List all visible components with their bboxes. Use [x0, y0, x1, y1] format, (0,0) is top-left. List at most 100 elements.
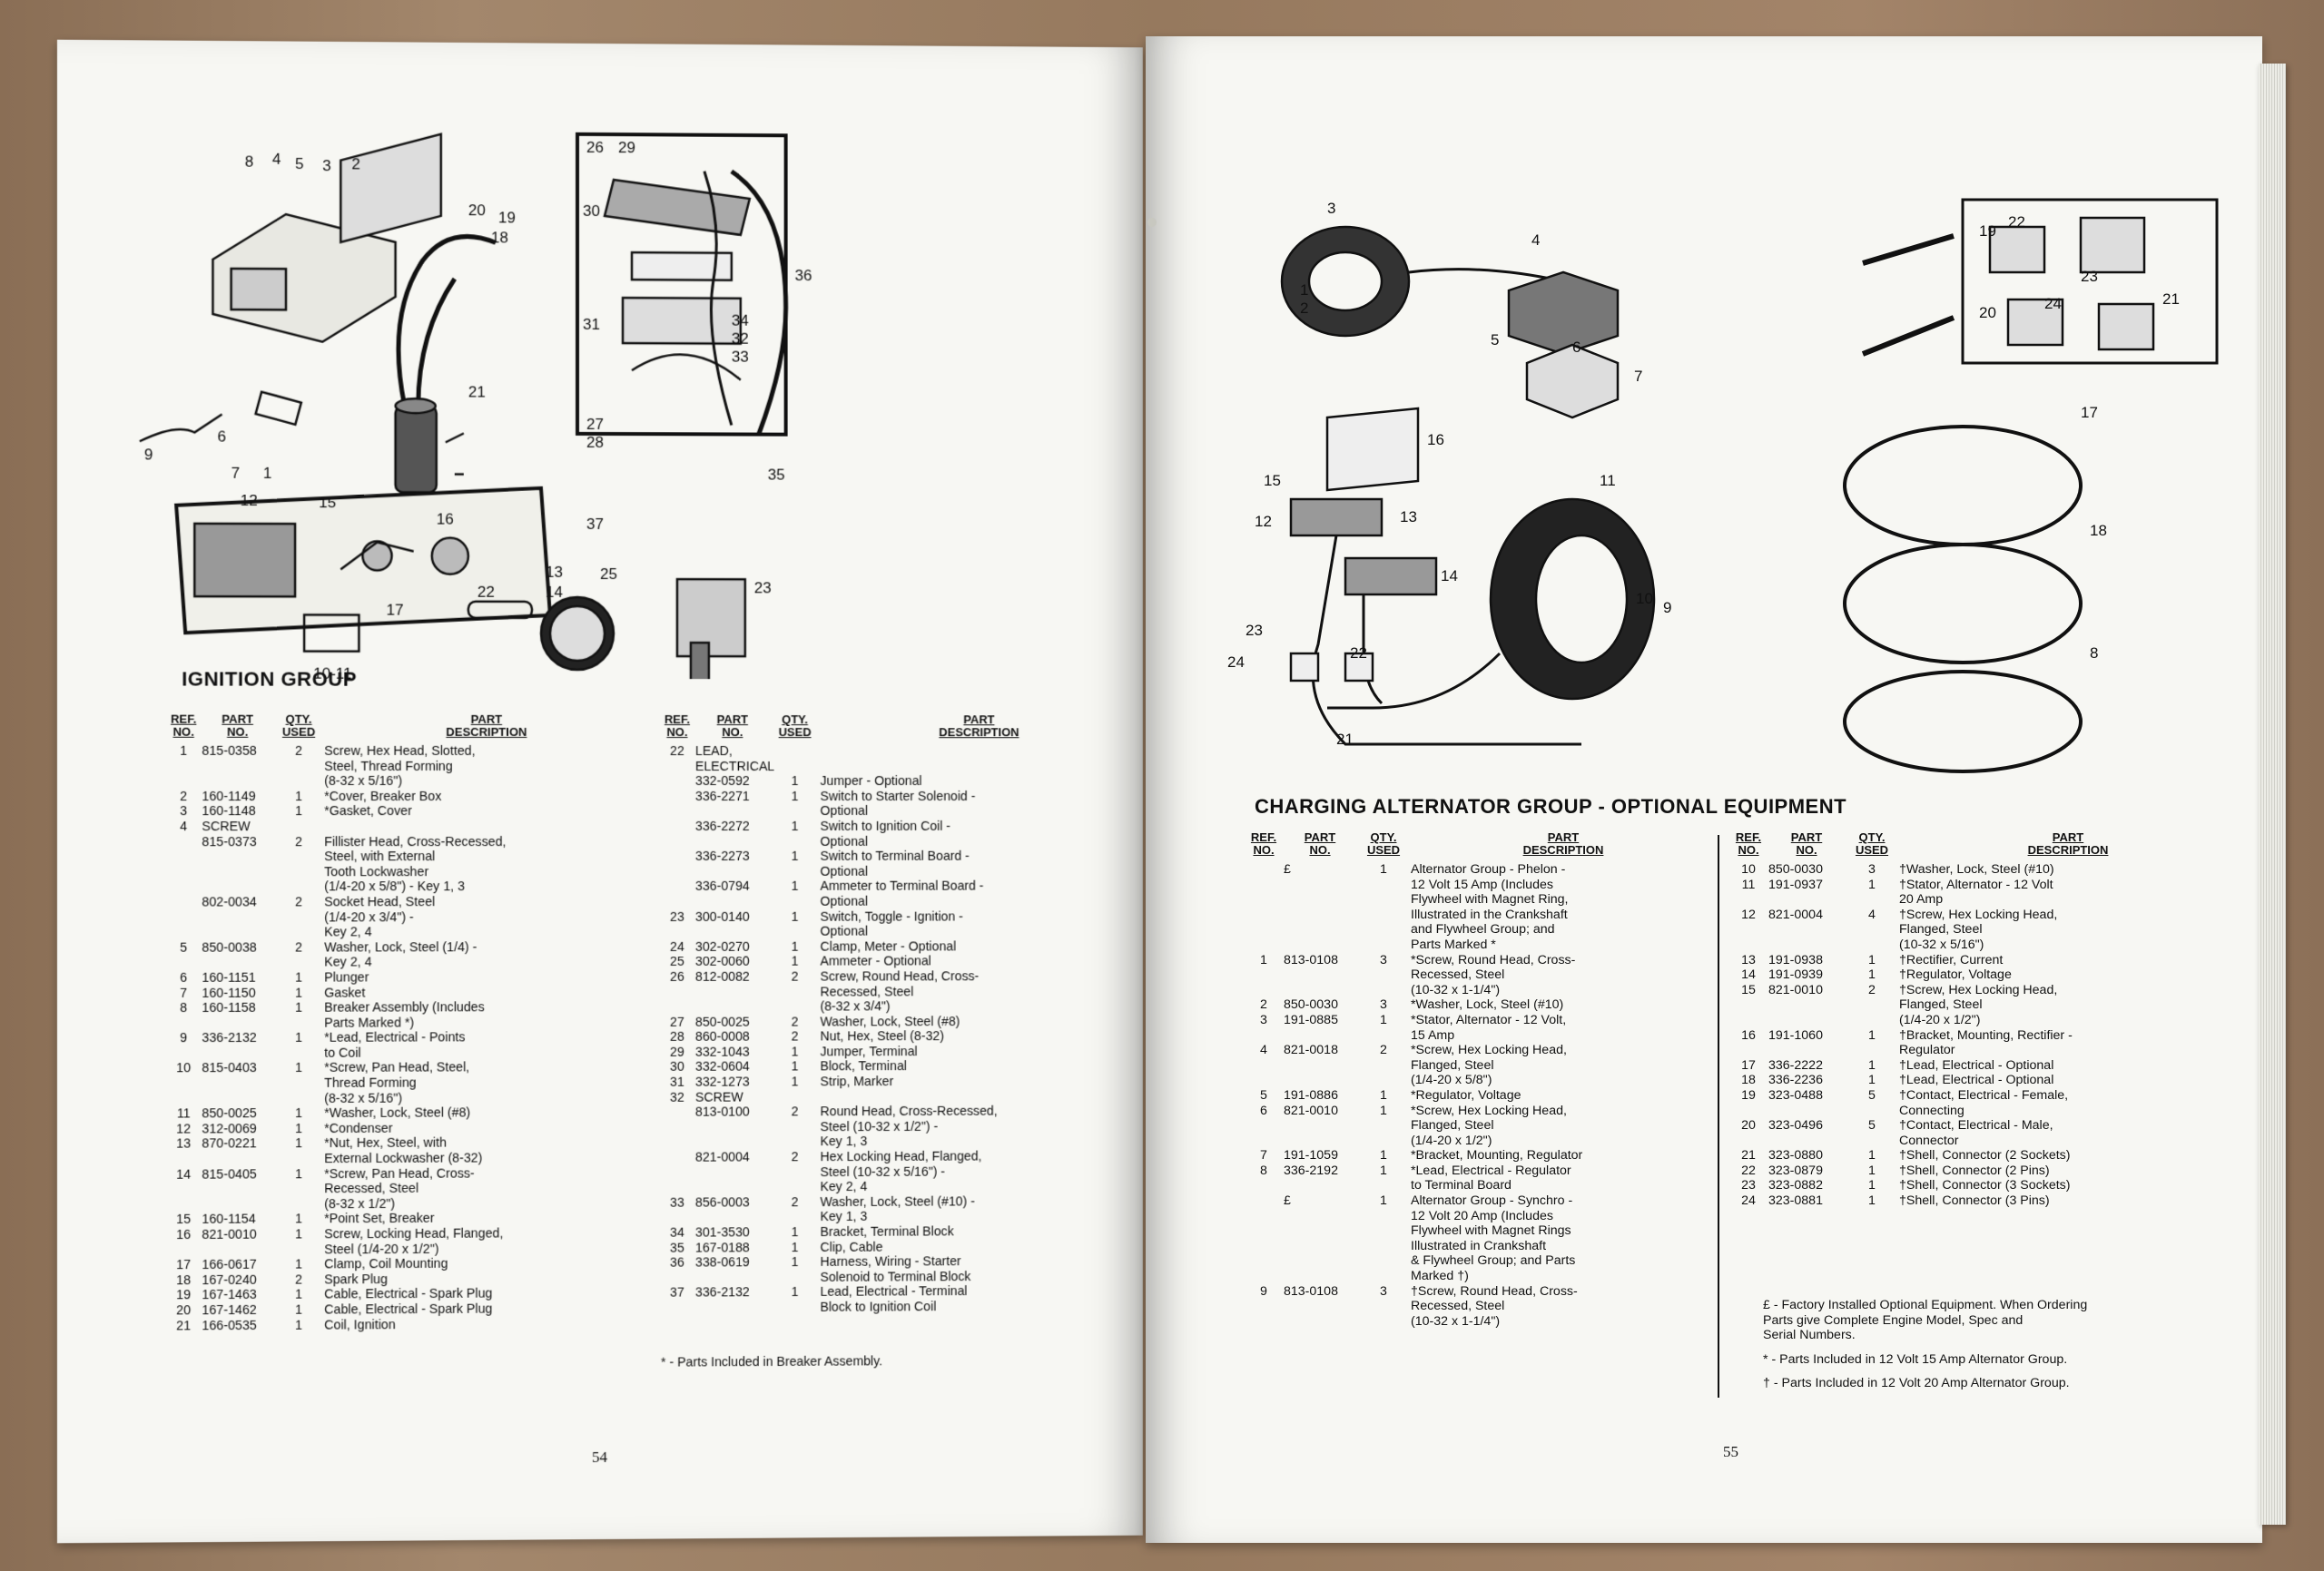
desc-cell: Washer, Lock, Steel (1/4) - Key 2, 4 [324, 939, 478, 970]
svg-text:17: 17 [2081, 404, 2098, 421]
svg-text:17: 17 [387, 602, 404, 619]
page-number-55: 55 [1723, 1443, 1738, 1460]
qty-cell: 3 [1380, 952, 1387, 967]
part-cell: 815-0405 [202, 1166, 257, 1183]
ref-cell: 29 [670, 1045, 684, 1060]
desc-cell: Lead, Electrical - Terminal Block to Ign… [820, 1284, 968, 1315]
desc-cell: *Lead, Electrical - Points to Coil [324, 1030, 466, 1061]
part-cell: 312-0069 [202, 1122, 257, 1137]
part-cell: 850-0030 [1284, 997, 1338, 1013]
part-cell: 850-0030 [1768, 862, 1823, 877]
part-cell: 323-0879 [1768, 1163, 1823, 1178]
col-desc-header-b: PART DESCRIPTION [939, 712, 1019, 740]
svg-text:35: 35 [768, 466, 785, 484]
part-cell: 336-2272 [694, 819, 750, 834]
part-cell: 813-0108 [1284, 1283, 1338, 1299]
qty-cell: 1 [1380, 1148, 1387, 1164]
svg-text:9: 9 [144, 446, 153, 463]
desc-cell: Washer, Lock, Steel (#10) - Key 1, 3 [820, 1194, 975, 1225]
table-row: 4 SCREW [165, 820, 648, 835]
part-cell: 821-0004 [694, 1150, 750, 1165]
part-cell: 323-0880 [1768, 1148, 1823, 1164]
qty-cell: 1 [1868, 1057, 1876, 1073]
svg-text:8: 8 [245, 153, 254, 171]
part-cell: 860-0008 [694, 1029, 750, 1046]
svg-text:1: 1 [1300, 281, 1308, 299]
page-stack-edge [2259, 64, 2286, 1525]
alternator-diagram: 3 4 1 2 5 6 7 19 20 22 23 24 21 16 15 12 [1209, 145, 2253, 781]
ref-cell: 13 [1741, 952, 1756, 967]
part-cell: 167-0188 [694, 1240, 750, 1256]
qty-cell: 1 [1380, 1103, 1387, 1118]
part-cell: 160-1149 [202, 789, 256, 804]
qty-cell: 2 [791, 969, 799, 985]
ref-cell: 4 [180, 820, 188, 835]
svg-text:29: 29 [618, 139, 635, 156]
svg-text:24: 24 [1227, 653, 1245, 671]
qty-cell: 1 [295, 1318, 303, 1333]
svg-text:6: 6 [1572, 339, 1581, 356]
alt-col-desc-header: PART DESCRIPTION [1522, 830, 1604, 857]
desc-cell: *Screw, Pan Head, Steel, Thread Forming … [324, 1060, 470, 1106]
ref-cell: 28 [670, 1030, 684, 1046]
svg-text:16: 16 [1427, 431, 1444, 448]
ref-cell: 31 [670, 1075, 684, 1090]
alternator-callout-labels: 3 4 1 2 5 6 7 19 20 22 23 24 21 16 15 12 [1227, 200, 2180, 748]
part-cell: 336-2273 [694, 849, 750, 865]
svg-text:2: 2 [1300, 299, 1308, 317]
ref-cell: 1 [180, 743, 188, 759]
qty-cell: 1 [791, 1285, 799, 1301]
alt-col-qty-header-b: QTY. USED [1855, 830, 1889, 857]
desc-cell: Clamp, Meter - Optional [820, 939, 957, 955]
col-qty-header-b: QTY. USED [778, 712, 812, 740]
qty-cell: 1 [1868, 1148, 1876, 1164]
svg-text:25: 25 [600, 565, 617, 583]
desc-cell: Screw, Hex Head, Slotted, Steel, Thread … [324, 743, 476, 790]
ref-cell: 33 [670, 1195, 684, 1211]
svg-text:21: 21 [2162, 290, 2180, 308]
svg-text:3: 3 [322, 157, 331, 174]
part-cell: 191-1059 [1284, 1148, 1338, 1164]
svg-text:15: 15 [1264, 472, 1281, 489]
alt-col-qty-header: QTY. USED [1366, 830, 1401, 857]
ref-cell: 22 [670, 744, 684, 760]
desc-cell: Switch to Ignition Coil - Optional [820, 819, 950, 849]
part-cell: SCREW [202, 820, 251, 835]
ref-cell: 5 [1260, 1087, 1267, 1103]
desc-cell: Strip, Marker [820, 1075, 894, 1090]
ref-cell: 25 [670, 955, 684, 970]
part-cell: 160-1154 [202, 1212, 256, 1228]
svg-text:6: 6 [217, 428, 226, 446]
qty-cell: 1 [791, 789, 799, 804]
ref-cell: 22 [1741, 1163, 1756, 1178]
part-cell: 850-0025 [694, 1015, 750, 1030]
part-cell: 191-0885 [1284, 1012, 1338, 1027]
svg-text:7: 7 [1634, 368, 1642, 385]
alt-col-part-header-b: PART NO. [1790, 830, 1823, 857]
ref-cell: 35 [670, 1241, 684, 1256]
svg-text:16: 16 [437, 511, 454, 528]
svg-text:2: 2 [351, 155, 360, 172]
part-cell: 821-0018 [1284, 1043, 1338, 1058]
desc-cell: Round Head, Cross-Recessed, Steel (10-32… [820, 1104, 998, 1150]
part-cell: 870-0221 [202, 1136, 257, 1152]
part-cell: 821-0010 [1768, 982, 1823, 997]
desc-cell: Nut, Hex, Steel (8-32) [820, 1029, 944, 1045]
desc-cell: Harness, Wiring - Starter Solenoid to Te… [820, 1254, 971, 1285]
table-divider [1718, 835, 1719, 1398]
svg-text:3: 3 [1327, 200, 1335, 217]
col-part-header-b: PART NO. [716, 712, 748, 740]
qty-cell: 1 [791, 879, 799, 895]
desc-cell: *Cover, Breaker Box [324, 789, 442, 804]
desc-cell: Socket Head, Steel (1/4-20 x 3/4") - Key… [324, 895, 436, 940]
